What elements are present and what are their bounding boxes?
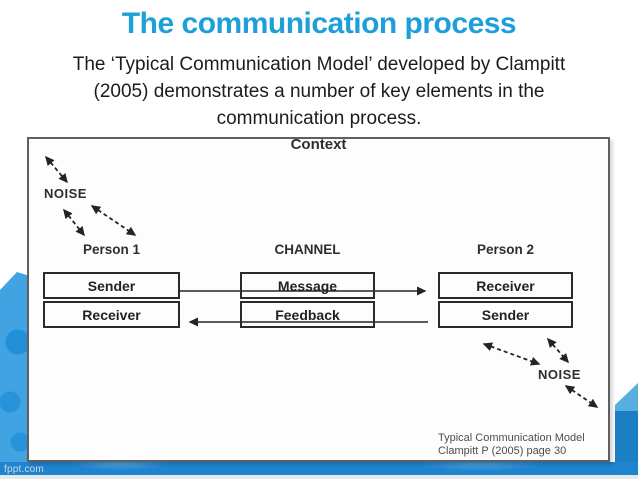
noise-arrow [482, 342, 541, 366]
citation-line1: Typical Communication Model [438, 432, 585, 444]
person1-sender-cell: Sender [43, 272, 180, 299]
person2-heading: Person 2 [476, 242, 535, 257]
subtitle-line: The ‘Typical Communication Model’ develo… [72, 54, 566, 75]
person1-heading: Person 1 [82, 242, 141, 257]
channel-feedback-cell: Feedback [240, 301, 375, 328]
right-decoration [615, 383, 638, 479]
noise-label-bottom: NOISE [538, 367, 581, 382]
subtitle-line: communication process. [216, 108, 422, 129]
noise-arrow [547, 337, 569, 364]
page-title: The communication process [121, 7, 517, 40]
person2-table: Receiver Sender [438, 272, 573, 328]
bottom-strip [0, 475, 638, 479]
diagram-arrows [45, 155, 599, 408]
noise-arrow [45, 155, 68, 184]
noise-label-top: NOISE [44, 186, 87, 201]
noise-arrow [564, 385, 599, 408]
citation-line2: Clampitt P (2005) page 30 [438, 444, 567, 457]
channel-message-cell: Message [240, 272, 375, 299]
person2-sender-cell: Sender [438, 301, 573, 328]
person1-table: Sender Receiver [43, 272, 180, 328]
context-label: Context [290, 136, 347, 153]
bottom-bar-decoration [0, 462, 638, 475]
person1-receiver-cell: Receiver [43, 301, 180, 328]
noise-arrow [63, 208, 85, 237]
channel-table: Message Feedback [240, 272, 375, 328]
subtitle-line: (2005) demonstrates a number of key elem… [93, 81, 545, 102]
left-decoration [0, 272, 30, 479]
channel-heading: CHANNEL [274, 242, 341, 257]
diagram-panel: Context NOISE NOISE Person 1 CHANNEL Per… [27, 136, 610, 462]
noise-arrow [90, 205, 137, 236]
slide-subtitle: The ‘Typical Communication Model’ develo… [0, 51, 638, 132]
person2-receiver-cell: Receiver [438, 272, 573, 299]
fppt-watermark: fppt.com [4, 464, 44, 475]
citation: Typical Communication Model Clampitt P (… [438, 432, 598, 457]
